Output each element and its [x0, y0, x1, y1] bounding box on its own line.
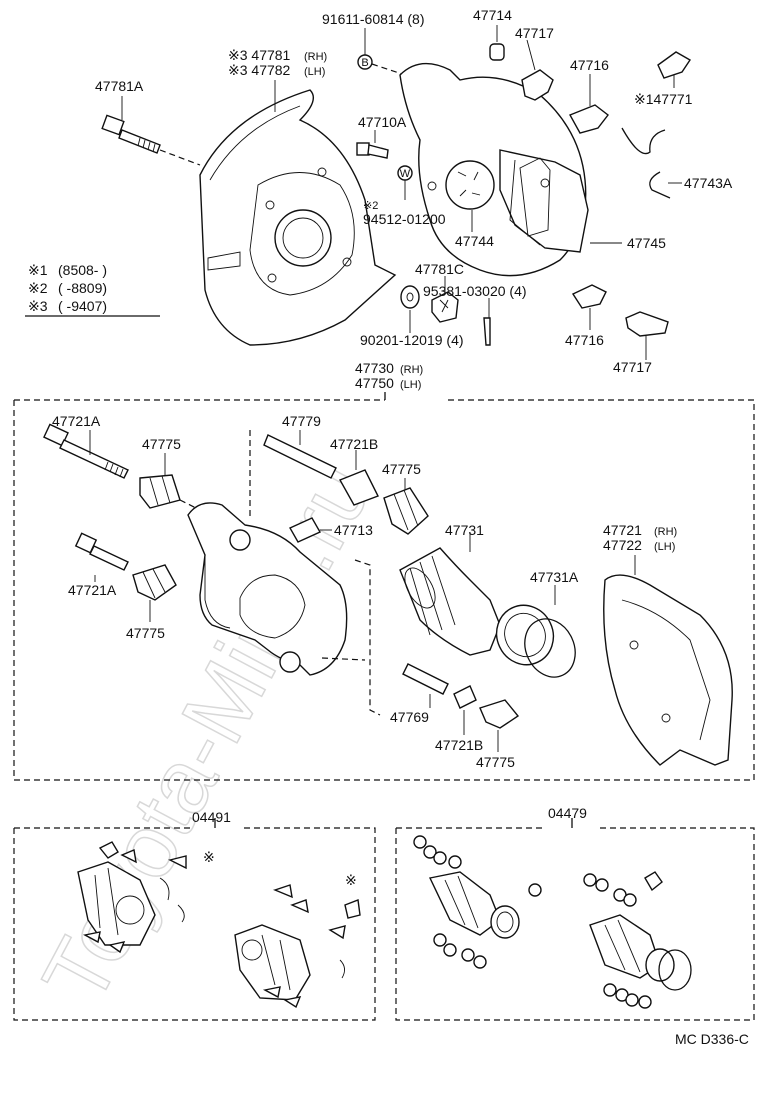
washer-90201-drawing [400, 285, 420, 309]
boot-47775-d-drawing [479, 699, 520, 729]
label-47731: 47731 [445, 522, 484, 538]
diagram-code: MC D336-C [675, 1031, 749, 1047]
bolt-47721A-b-drawing [74, 532, 129, 571]
note-2-mark: ※2 [28, 280, 48, 296]
label-47717-top: 47717 [515, 25, 554, 41]
kit-04491-frame [13, 818, 376, 1021]
note-1-text: (8508- ) [58, 262, 107, 278]
boot-47775-b-drawing [383, 487, 429, 535]
note-3-text: ( -9407) [58, 298, 107, 314]
bushing-47721B-a-drawing [338, 469, 379, 506]
kit-04491-mark-a: ※ [203, 849, 215, 865]
label-47781A: 47781A [95, 78, 144, 94]
label-47745: 47745 [627, 235, 666, 251]
boot-47775-c-drawing [132, 564, 177, 601]
label-47779: 47779 [282, 413, 321, 429]
caliper-body-drawing [187, 502, 348, 676]
label-47730: 47730 [355, 360, 394, 376]
pin-95381-drawing [483, 317, 491, 346]
label-47722-lh-suffix: (LH) [654, 541, 675, 553]
label-94512: 94512-01200 [363, 211, 446, 227]
label-kit-04479: 04479 [548, 805, 587, 821]
label-47730-suffix: (RH) [400, 364, 423, 376]
boot-47731-drawing [399, 547, 501, 656]
label-47744: 47744 [455, 233, 494, 249]
marker-w: W [400, 168, 411, 180]
note-1-mark: ※1 [28, 262, 48, 278]
clip-47717b-drawing [625, 311, 669, 337]
label-47750-suffix: (LH) [400, 379, 421, 391]
marker-b: B [361, 57, 368, 69]
label-147771: ※147771 [634, 91, 693, 107]
bolt-47721A-a-drawing [43, 423, 129, 479]
label-47769: 47769 [390, 709, 429, 725]
label-47716-top: 47716 [570, 57, 609, 73]
kit-04491-parts-drawing [77, 841, 361, 1009]
clip-47716a-drawing [569, 104, 609, 134]
label-95381: 95381-03020 (4) [423, 283, 527, 299]
caliper-assembly-frame [13, 392, 755, 781]
label-47782-lh-suffix: (LH) [304, 66, 325, 78]
label-47713: 47713 [334, 522, 373, 538]
pin-47769-drawing [402, 663, 449, 695]
kit-04491-mark-b: ※ [345, 872, 357, 888]
label-47716-lower: 47716 [565, 332, 604, 348]
torque-plate-47721-drawing [603, 574, 733, 766]
boot-47775-a-drawing [139, 474, 181, 509]
label-47750: 47750 [355, 375, 394, 391]
label-47775-b: 47775 [382, 461, 421, 477]
label-47781C: 47781C [415, 261, 464, 277]
clip-47716b-drawing [571, 284, 607, 309]
kit-04479-parts-drawing [413, 835, 692, 1009]
label-47781-rh: ※3 47781 [228, 47, 291, 63]
label-47721B-lower: 47721B [435, 737, 483, 753]
bolt-47710A-drawing [356, 142, 389, 159]
bushing-47781C-drawing [431, 291, 459, 323]
bushing-47721B-b-drawing [453, 685, 477, 709]
dust-cover-drawing [199, 89, 397, 346]
label-47710A: 47710A [358, 114, 407, 130]
label-47721A-lower: 47721A [68, 582, 117, 598]
label-90201: 90201-12019 (4) [360, 332, 464, 348]
spring-147771-drawing [621, 51, 691, 155]
note-3-mark: ※3 [28, 298, 48, 314]
label-47721-rh-suffix: (RH) [654, 526, 677, 538]
label-91611: 91611-60814 (8) [322, 11, 424, 27]
label-47717-lower: 47717 [613, 359, 652, 375]
label-kit-04491: 04491 [192, 809, 231, 825]
label-47721B-upper: 47721B [330, 436, 378, 452]
pin-47779-drawing [263, 434, 337, 479]
grommet-47714-drawing [489, 43, 505, 61]
spring-47743A-drawing [649, 171, 671, 199]
piston-47731A-drawing [495, 604, 576, 678]
label-47722-lh: 47722 [603, 537, 642, 553]
label-47775-c: 47775 [126, 625, 165, 641]
label-47714: 47714 [473, 7, 512, 23]
label-47775-d: 47775 [476, 754, 515, 770]
kit-04479-frame [395, 818, 755, 1021]
label-47721A-upper: 47721A [52, 413, 101, 429]
shim-47744-drawing [445, 160, 495, 210]
label-94512-mark: ※2 [363, 200, 378, 212]
clip-47717a-drawing [521, 69, 554, 101]
note-2-text: ( -8809) [58, 280, 107, 296]
bolt-47781A-drawing [101, 114, 161, 154]
label-47782-lh: ※3 47782 [228, 62, 291, 78]
bleeder-47713-drawing [289, 517, 321, 543]
label-47775-a: 47775 [142, 436, 181, 452]
label-47731A: 47731A [530, 569, 579, 585]
label-47743A: 47743A [684, 175, 733, 191]
label-47781-rh-suffix: (RH) [304, 51, 327, 63]
label-47721-rh: 47721 [603, 522, 642, 538]
pad-47745-drawing [499, 149, 589, 253]
